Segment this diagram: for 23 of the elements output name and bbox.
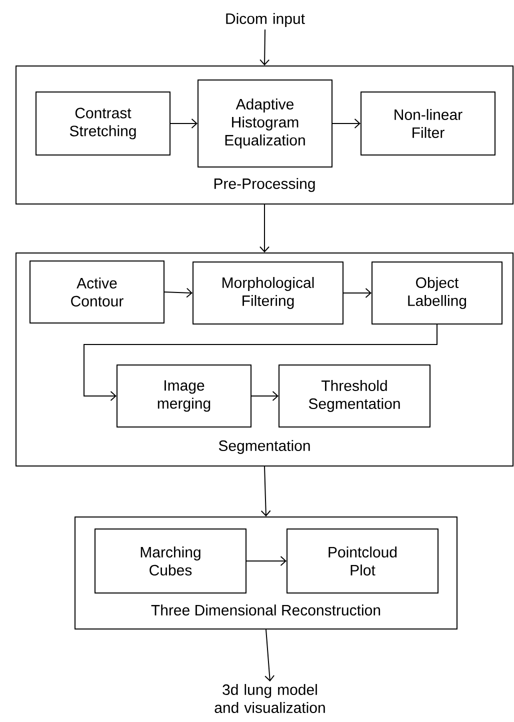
arrow [164,288,192,298]
process-box: Image merging [116,364,252,428]
process-box: Contrast Stretching [36,92,170,156]
arrow [332,118,360,128]
arrow [264,629,275,682]
arrow [260,29,270,66]
process-box: Threshold Segmentation [278,364,430,428]
arrow [343,288,372,298]
arrow [246,556,286,566]
arrow [251,391,278,401]
flow-text: Dicom input [226,13,305,27]
process-box: Pointcloud Plot [286,528,438,594]
arrow [84,324,438,401]
process-box: Non-linear Filter [360,92,496,156]
flow-text: 3d lung model and visualization [214,684,325,713]
arrow [260,204,270,252]
process-box: Active Contour [30,260,164,324]
process-box: Object Labelling [372,262,502,324]
process-box: Marching Cubes [94,528,246,594]
process-box: Morphological Filtering [192,262,344,324]
process-box: Adaptive Histogram Equalization [198,80,332,168]
arrow [260,466,271,516]
arrow [170,118,198,128]
